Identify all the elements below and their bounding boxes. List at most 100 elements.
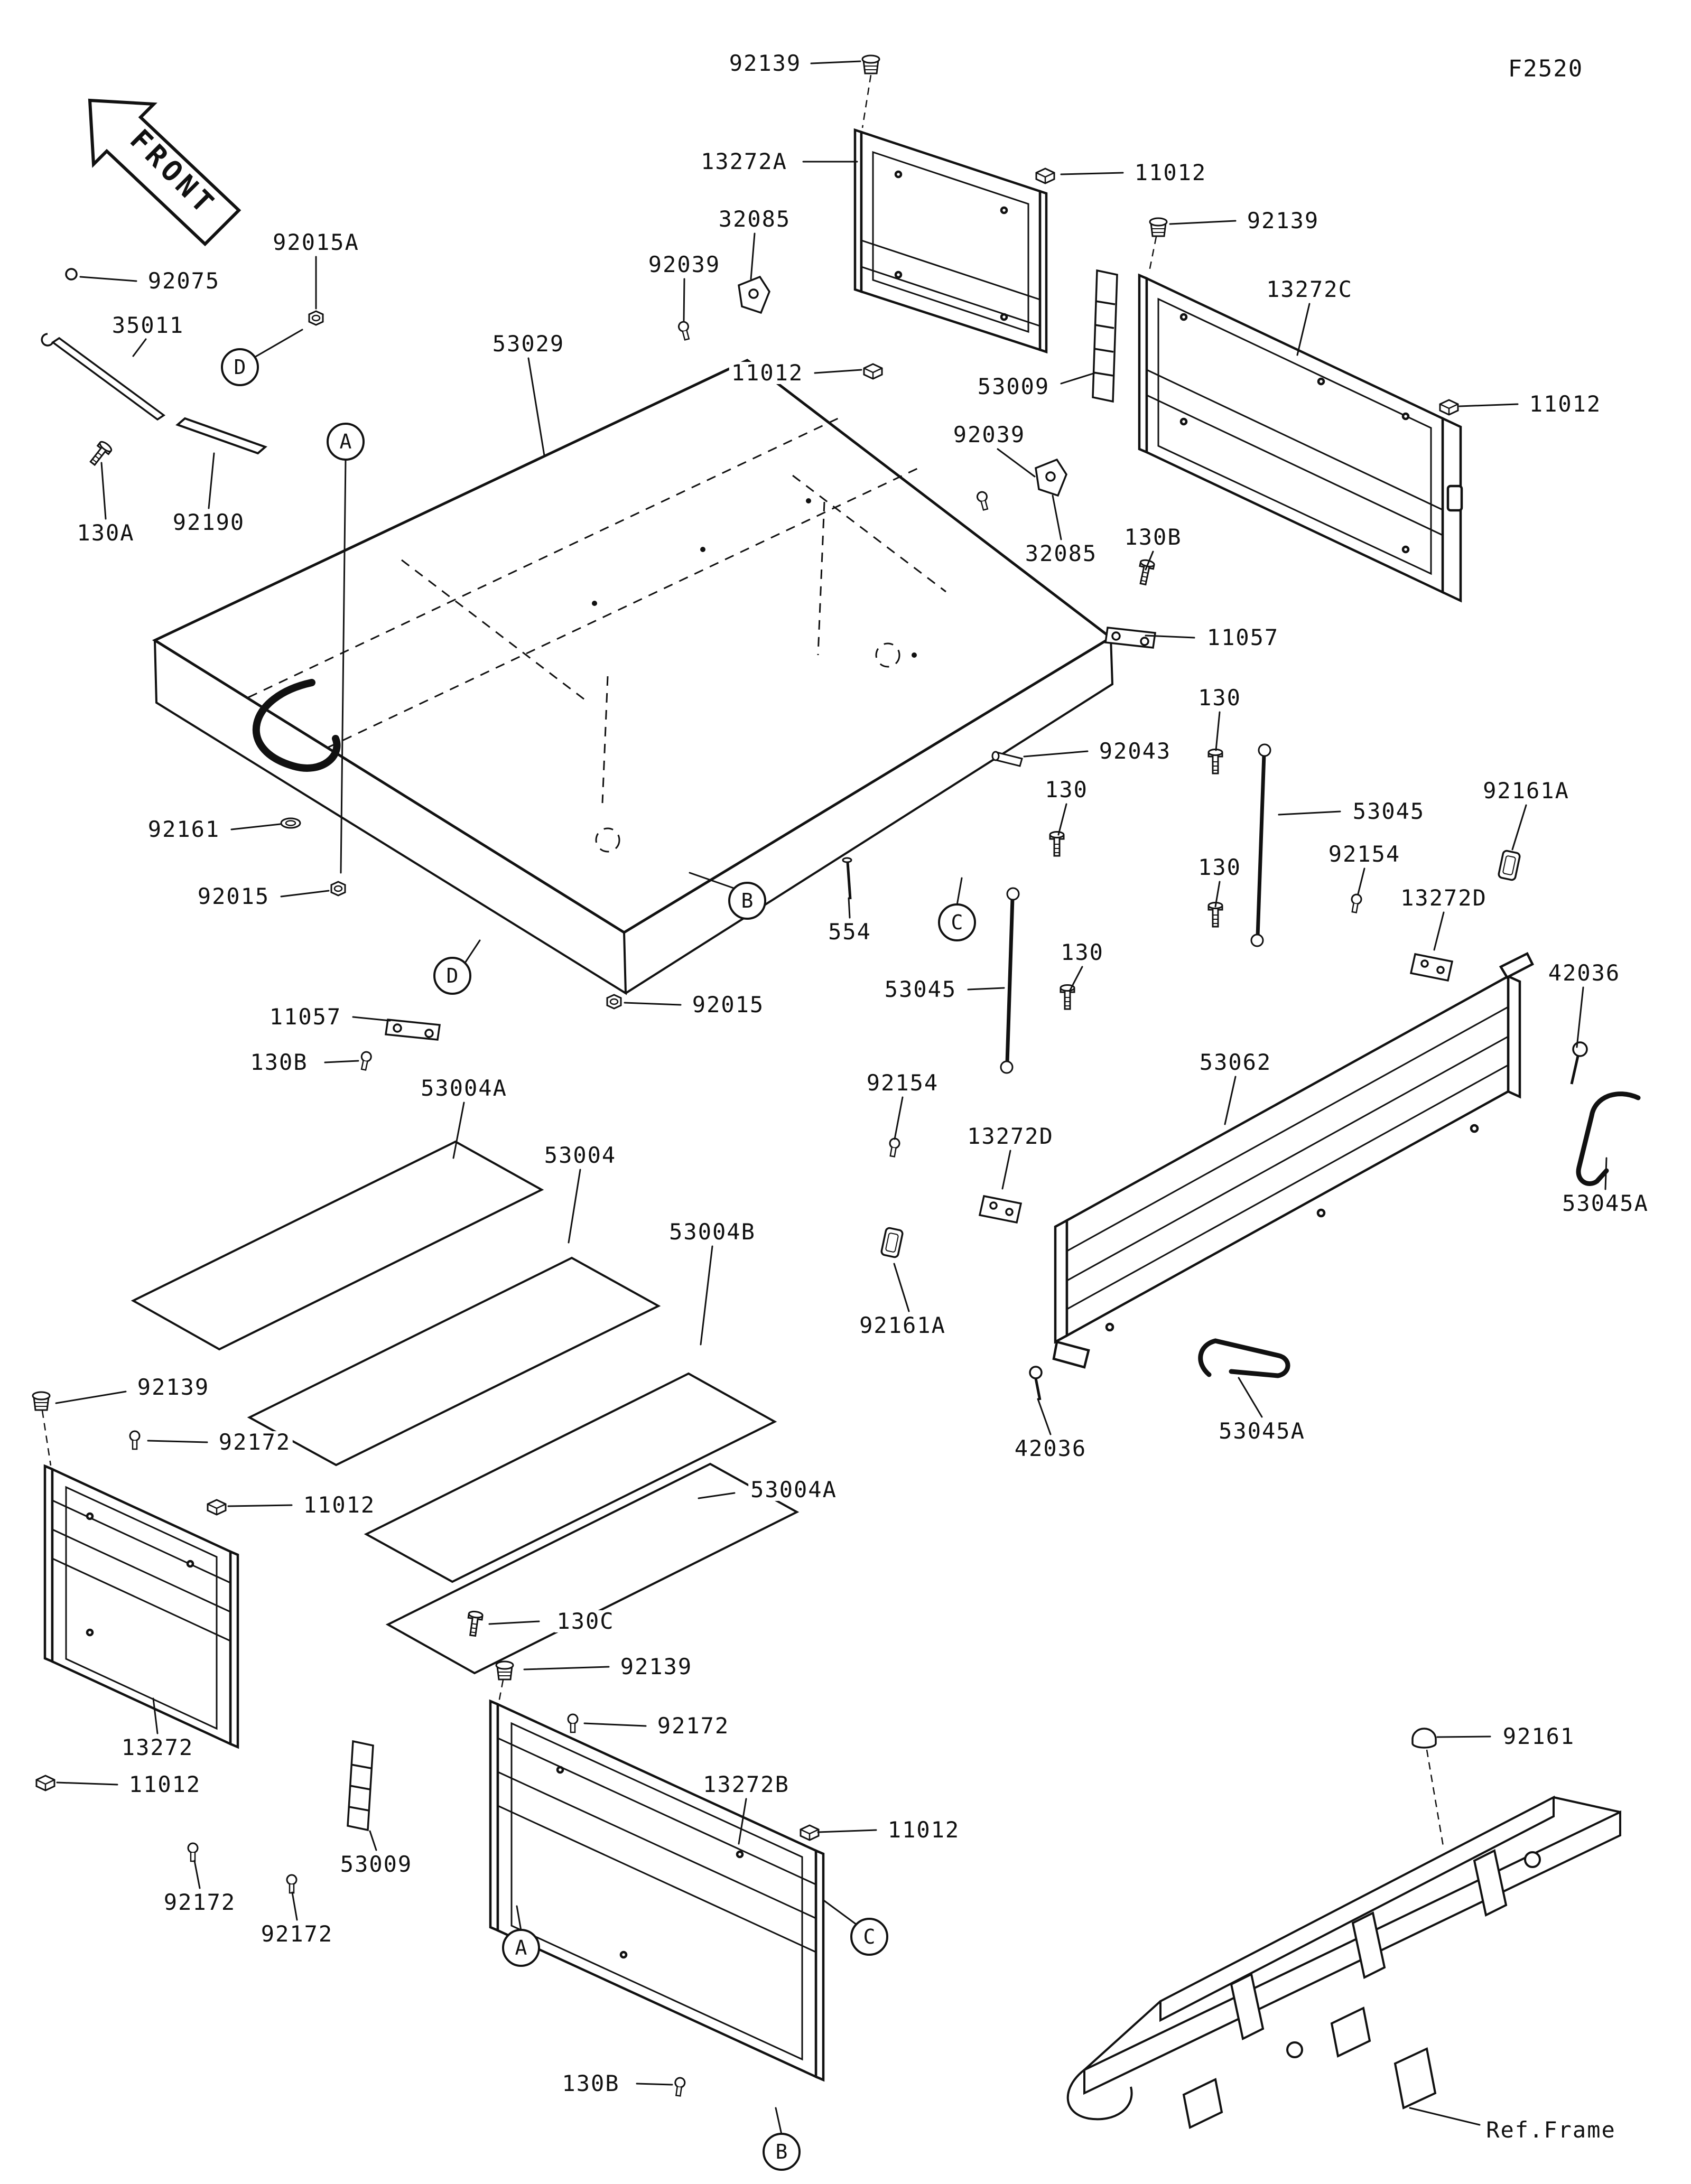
leader-line [997,448,1036,478]
strip-53009-top [1092,269,1118,403]
leader-line [527,357,545,456]
part-35011-rod [41,268,267,455]
leader-line [689,872,736,890]
plate-13272D-b [978,1194,1023,1224]
panel-13272 [43,1464,239,1749]
leader-line [152,1697,159,1734]
leader-line [817,1829,877,1833]
leader-line [452,1102,465,1159]
panel-53029 [152,359,1114,995]
leader-line [100,462,107,520]
leader-line [79,276,137,282]
leader-line [848,897,851,919]
leader-line [488,1620,540,1625]
leader-line [1224,1076,1237,1125]
leader-line [1057,803,1067,836]
leader-line [636,2083,673,2086]
leader-line [775,2107,783,2135]
leader-line [56,1781,118,1786]
leader-line [147,1440,208,1443]
leader-line [1278,810,1341,816]
leader-line [814,369,862,374]
panel-13272B [489,1699,825,2082]
leader-line [1296,303,1311,356]
leader-line [1060,172,1124,175]
panel-13272C [1138,273,1463,603]
hook-42036-a [1570,1041,1588,1085]
bracket-11057-b [385,1019,441,1041]
leader-line [369,1830,377,1851]
leader-line [193,1860,201,1889]
bracket-11057-a [1104,627,1156,649]
leader-line [1357,867,1365,895]
leader-line [227,1504,293,1507]
leader-line [291,1891,298,1921]
rod-53045-a [1000,887,1020,1074]
leader-line [516,1905,522,1931]
leader-line [230,823,281,830]
leader-line [1604,1157,1608,1190]
leader-line [208,452,215,509]
leader-line [1001,1150,1011,1190]
panel-13272A [853,128,1048,354]
leader-line [1145,634,1195,639]
leader-line [893,1263,910,1312]
leader-line [1215,711,1221,751]
leader-line [738,1798,747,1845]
leader-line [956,877,963,906]
leader-line [463,939,481,965]
part-92043-pin [991,751,1023,767]
floor-mats [131,1140,800,1675]
leader-line [55,1390,127,1404]
panel-53062 [1052,951,1535,1369]
front-arrow: FRONT [88,98,241,247]
leader-line [1037,1398,1052,1435]
leader-line [340,458,347,874]
handle-53045A-b [1198,1338,1290,1378]
hook-42036-b [1029,1366,1043,1401]
part-554-pin [842,857,852,900]
handle-53045A-a [1576,1091,1641,1186]
mat-53004B [364,1372,777,1583]
leader-line [1214,881,1221,908]
leader-line [1433,911,1445,951]
leader-line [1576,986,1584,1048]
leader-line [1069,966,1083,992]
mat-53004A-top [131,1140,544,1351]
leader-line [624,1002,682,1006]
mat-53004A-bottom [385,1462,800,1675]
part-92161-dome [1411,1728,1445,1850]
leader-line [1458,403,1519,407]
figure-code: F2520 [1508,55,1584,82]
leader-line [280,890,330,898]
leader-line [254,329,303,358]
leader-line [1023,750,1089,758]
leader-line [810,60,861,64]
leader-line [698,1492,736,1499]
leader-line [568,1169,581,1244]
mat-53004 [247,1256,661,1467]
leader-line [352,1016,391,1022]
leader-line [324,1060,359,1063]
strip-53009-bottom [347,1740,374,1832]
leader-line [700,1245,713,1346]
leader-line [1052,494,1062,540]
part-32085-latch-b [1035,458,1067,497]
leader-line [1145,550,1154,571]
leader-line [1060,372,1096,385]
leader-line [1169,220,1237,225]
leader-line [1511,804,1527,851]
part-32085-latch-a [738,275,770,314]
leader-line [823,1900,858,1926]
leader-line [132,338,147,357]
rod-53045-b [1250,743,1271,947]
leader-line [750,232,756,280]
leader-line [523,1666,610,1670]
leader-line [967,987,1005,991]
leader-line [583,1722,647,1727]
leader-line [1238,1377,1263,1418]
plate-13272D-a [1409,953,1454,982]
leader-line [1409,2107,1481,2126]
